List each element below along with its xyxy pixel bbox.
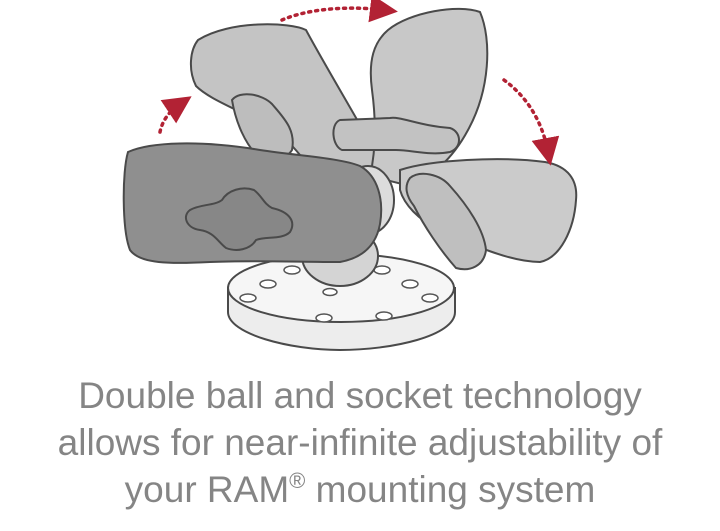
ball-mount-arm-icon bbox=[122, 142, 383, 264]
caption-line-3: your RAM® mounting system bbox=[0, 466, 720, 513]
caption-line-3-start: your RAM bbox=[124, 469, 290, 510]
registered-mark: ® bbox=[289, 468, 306, 493]
caption-line-2: allows for near-infinite adjustability o… bbox=[57, 422, 663, 463]
caption-line-3-end: mounting system bbox=[305, 469, 596, 510]
ball-mount-arm-icon bbox=[399, 158, 578, 271]
ball-mount-arm-icon bbox=[332, 7, 489, 188]
caption-line-1: Double ball and socket technology bbox=[78, 375, 642, 416]
caption-text: Double ball and socket technology allows… bbox=[0, 372, 720, 513]
red-dotted-arrow-icon bbox=[158, 0, 560, 166]
ball-mount-illustration bbox=[122, 0, 578, 352]
knob-icon bbox=[184, 187, 294, 251]
